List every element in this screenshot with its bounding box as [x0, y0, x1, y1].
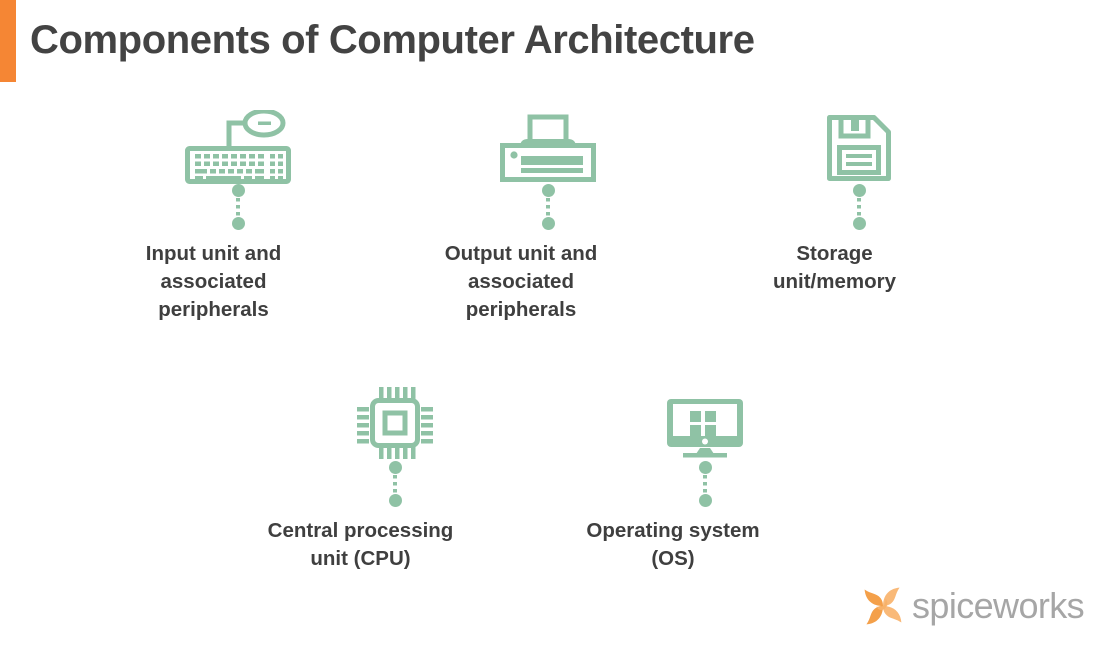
connector-knob-top	[852, 184, 866, 197]
connector-knob-bottom	[231, 217, 245, 230]
spiceworks-wordmark: spiceworks	[912, 585, 1085, 626]
connector-dots	[236, 198, 240, 216]
component-node-output: Output unit and associated peripherals	[445, 108, 604, 324]
printer-icon	[493, 108, 603, 184]
component-label-cpu: Central processing unit (CPU)	[267, 519, 454, 571]
connector-dotted-os	[696, 461, 714, 507]
connector-dots	[393, 475, 397, 493]
connector-dots	[546, 198, 550, 216]
connector-dots	[703, 475, 707, 493]
connector-dotted-cpu	[386, 461, 404, 507]
accent-bar	[0, 0, 16, 82]
connector-knob-bottom	[541, 217, 555, 230]
connector-knob-bottom	[698, 494, 712, 507]
component-label-output: Output unit and associated peripherals	[444, 242, 598, 322]
connector-knob-top	[231, 184, 245, 197]
component-label-input: Input unit and associated peripherals	[145, 242, 282, 322]
connector-knob-top	[698, 461, 712, 474]
connector-knob-top	[388, 461, 402, 474]
component-label-storage: Storage unit/memory	[772, 242, 897, 294]
spiceworks-pinwheel-icon	[864, 587, 902, 625]
component-node-storage: Storage unit/memory	[773, 108, 915, 296]
monitor-icon	[650, 385, 760, 461]
component-node-input: Input unit and associated peripherals	[146, 108, 294, 324]
keyboard-mouse-icon	[183, 108, 293, 184]
component-node-cpu: Central processing unit (CPU)	[268, 385, 453, 573]
component-label-os: Operating system (OS)	[586, 519, 760, 571]
connector-knob-bottom	[852, 217, 866, 230]
floppy-disk-icon	[804, 108, 914, 184]
connector-dotted-output	[539, 184, 557, 230]
spiceworks-logo: spiceworks	[860, 583, 1085, 629]
connector-knob-top	[541, 184, 555, 197]
connector-knob-bottom	[388, 494, 402, 507]
page-title: Components of Computer Architecture	[30, 18, 755, 62]
connector-dotted-storage	[850, 184, 868, 230]
connector-dots	[857, 198, 861, 216]
component-node-os: Operating system (OS)	[586, 385, 761, 573]
cpu-chip-icon	[340, 385, 450, 461]
connector-dotted-input	[229, 184, 247, 230]
